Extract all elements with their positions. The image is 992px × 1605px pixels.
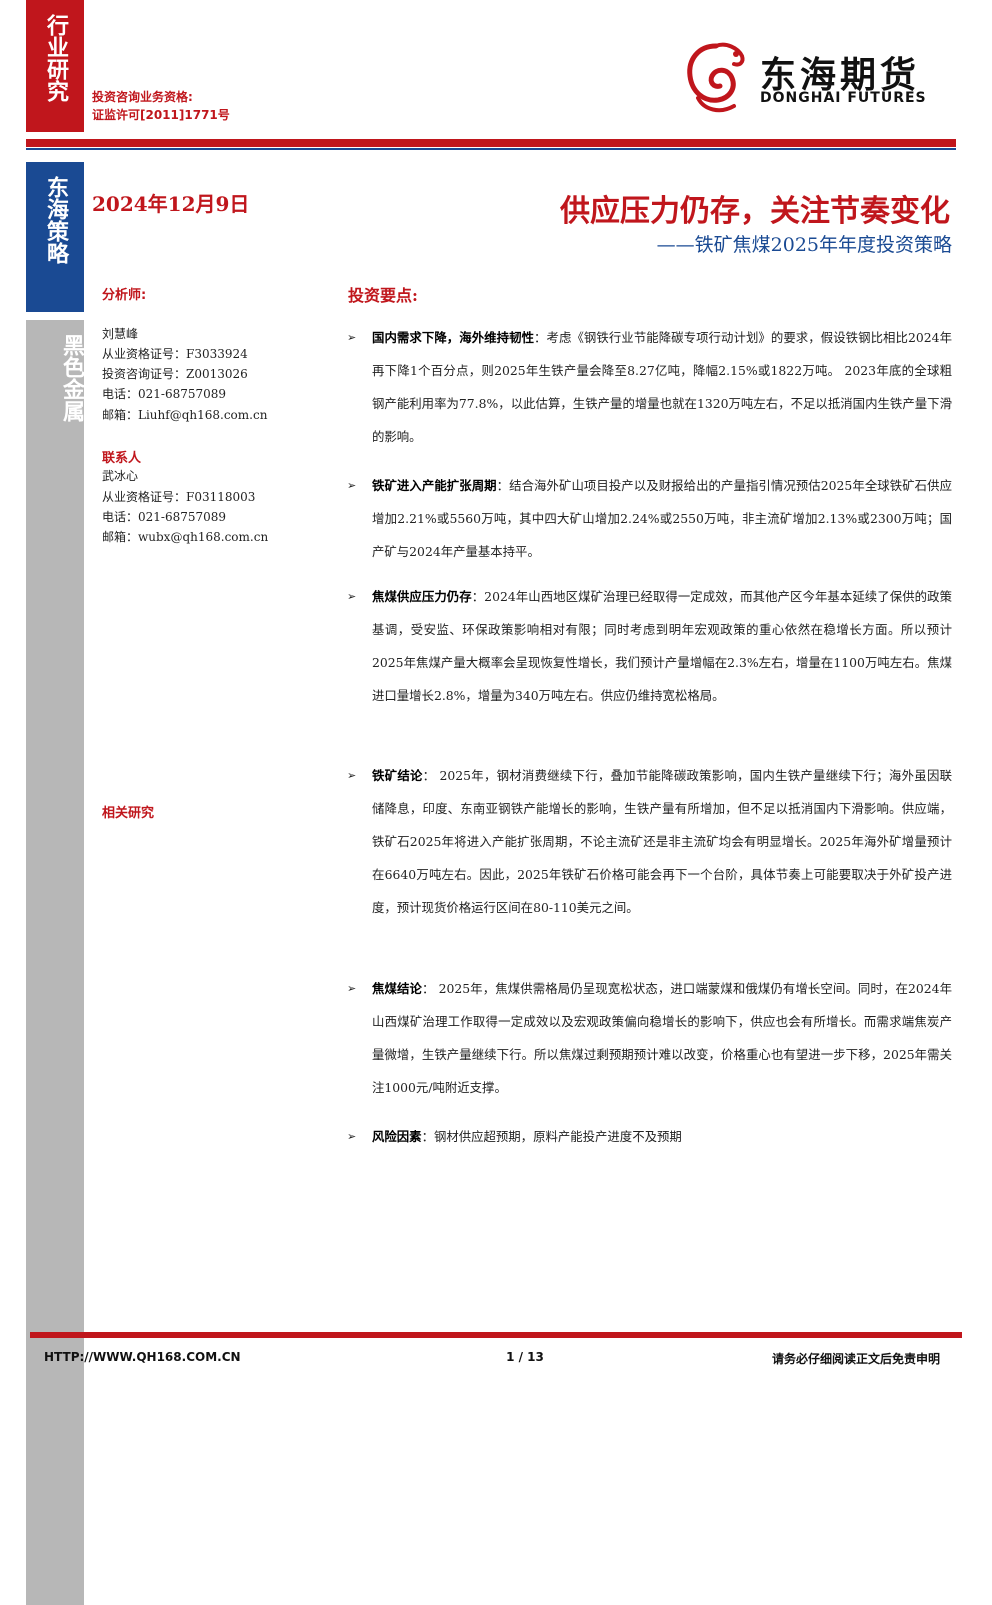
key-point-item: ➢ 风险因素：钢材供应超预期，原料产能投产进度不及预期 [347, 1120, 952, 1153]
report-subtitle: ——铁矿焦煤2025年年度投资策略 [656, 234, 952, 256]
contact-email[interactable]: 邮箱：wubx@qh168.com.cn [102, 530, 269, 544]
company-logo: 东海期货 DONGHAI FUTURES [680, 40, 960, 116]
logo-english-name: DONGHAI FUTURES [760, 90, 927, 106]
bullet-arrow-icon: ➢ [347, 590, 357, 603]
bullet-arrow-icon: ➢ [347, 479, 357, 492]
related-research-heading: 相关研究 [102, 806, 155, 821]
key-point-lead: 风险因素 [372, 1129, 422, 1144]
analyst-phone: 电话：021-68757089 [102, 387, 227, 401]
qualification-line-1: 投资咨询业务资格: [92, 90, 193, 104]
key-point-text: ： 2025年，焦煤供需格局仍呈现宽松状态，进口端蒙煤和俄煤仍有增长空间。同时，… [372, 981, 952, 1095]
key-point-lead: 焦煤结论 [372, 981, 423, 996]
contact-phone: 电话：021-68757089 [102, 510, 227, 524]
key-point-text: ：考虑《钢铁行业节能降碳专项行动计划》的要求，假设铁钢比相比2024年再下降1个… [372, 330, 952, 444]
key-point-item: ➢ 国内需求下降，海外维持韧性：考虑《钢铁行业节能降碳专项行动计划》的要求，假设… [347, 321, 952, 453]
qualification-line-2: 证监许可[2011]1771号 [92, 108, 230, 122]
key-point-item: ➢ 焦煤结论： 2025年，焦煤供需格局仍呈现宽松状态，进口端蒙煤和俄煤仍有增长… [347, 972, 952, 1104]
contact-cert-1: 从业资格证号：F03118003 [102, 490, 256, 504]
bullet-arrow-icon: ➢ [347, 982, 357, 995]
key-point-item: ➢ 焦煤供应压力仍存：2024年山西地区煤矿治理已经取得一定成效，而其他产区今年… [347, 580, 952, 712]
dragon-logo-icon [687, 42, 745, 113]
footer-website-link[interactable]: HTTP://WWW.QH168.COM.CN [44, 1350, 241, 1364]
footer-divider [30, 1332, 962, 1338]
logo-chinese-name: 东海期货 [760, 55, 921, 96]
key-point-text: ：2024年山西地区煤矿治理已经取得一定成效，而其他产区今年基本延续了保供的政策… [372, 589, 952, 703]
key-point-item: ➢ 铁矿进入产能扩张周期：结合海外矿山项目投产以及财报给出的产量指引情况预估20… [347, 469, 952, 568]
report-date: 2024年12月9日 [92, 192, 250, 216]
analyst-email[interactable]: 邮箱：Liuhf@qh168.com.cn [102, 408, 268, 422]
footer-page-number: 1 / 13 [506, 1350, 544, 1364]
bullet-arrow-icon: ➢ [347, 331, 357, 344]
contact-name: 武冰心 [102, 469, 139, 483]
tab-donghai-strategy: 东海策略 [26, 162, 84, 312]
analyst-heading: 分析师: [102, 288, 147, 303]
bullet-arrow-icon: ➢ [347, 769, 357, 782]
footer-disclaimer: 请务必仔细阅读正文后免责申明 [771, 1352, 940, 1366]
contact-heading: 联系人 [102, 451, 142, 466]
bullet-arrow-icon: ➢ [347, 1130, 357, 1143]
key-point-item: ➢ 铁矿结论： 2025年，钢材消费继续下行，叠加节能降碳政策影响，国内生铁产量… [347, 759, 952, 924]
analyst-cert-1: 从业资格证号：F3033924 [102, 347, 248, 361]
key-point-text: ：结合海外矿山项目投产以及财报给出的产量指引情况预估2025年全球铁矿石供应增加… [372, 478, 952, 559]
header-divider-blue [26, 148, 956, 150]
key-point-lead: 铁矿结论 [372, 768, 423, 783]
qualification-block: 投资咨询业务资格: 证监许可[2011]1771号 [92, 88, 230, 124]
analyst-name: 刘慧峰 [102, 327, 139, 341]
key-points-heading: 投资要点: [348, 286, 418, 305]
key-point-lead: 铁矿进入产能扩张周期 [372, 478, 497, 493]
key-point-lead: 焦煤供应压力仍存 [372, 589, 472, 604]
tab-ferrous-metals: 黑色金属 [26, 320, 84, 1605]
key-point-text: ：钢材供应超预期，原料产能投产进度不及预期 [421, 1129, 682, 1144]
tab-industry-research: 行业研究 [26, 0, 84, 132]
analyst-cert-2: 投资咨询证号：Z0013026 [102, 367, 248, 381]
key-point-text: ： 2025年，钢材消费继续下行，叠加节能降碳政策影响，国内生铁产量继续下行；海… [372, 768, 952, 915]
key-point-lead: 国内需求下降，海外维持韧性 [372, 330, 535, 345]
report-title: 供应压力仍存，关注节奏变化 [560, 194, 950, 229]
header-divider-red [26, 139, 956, 147]
